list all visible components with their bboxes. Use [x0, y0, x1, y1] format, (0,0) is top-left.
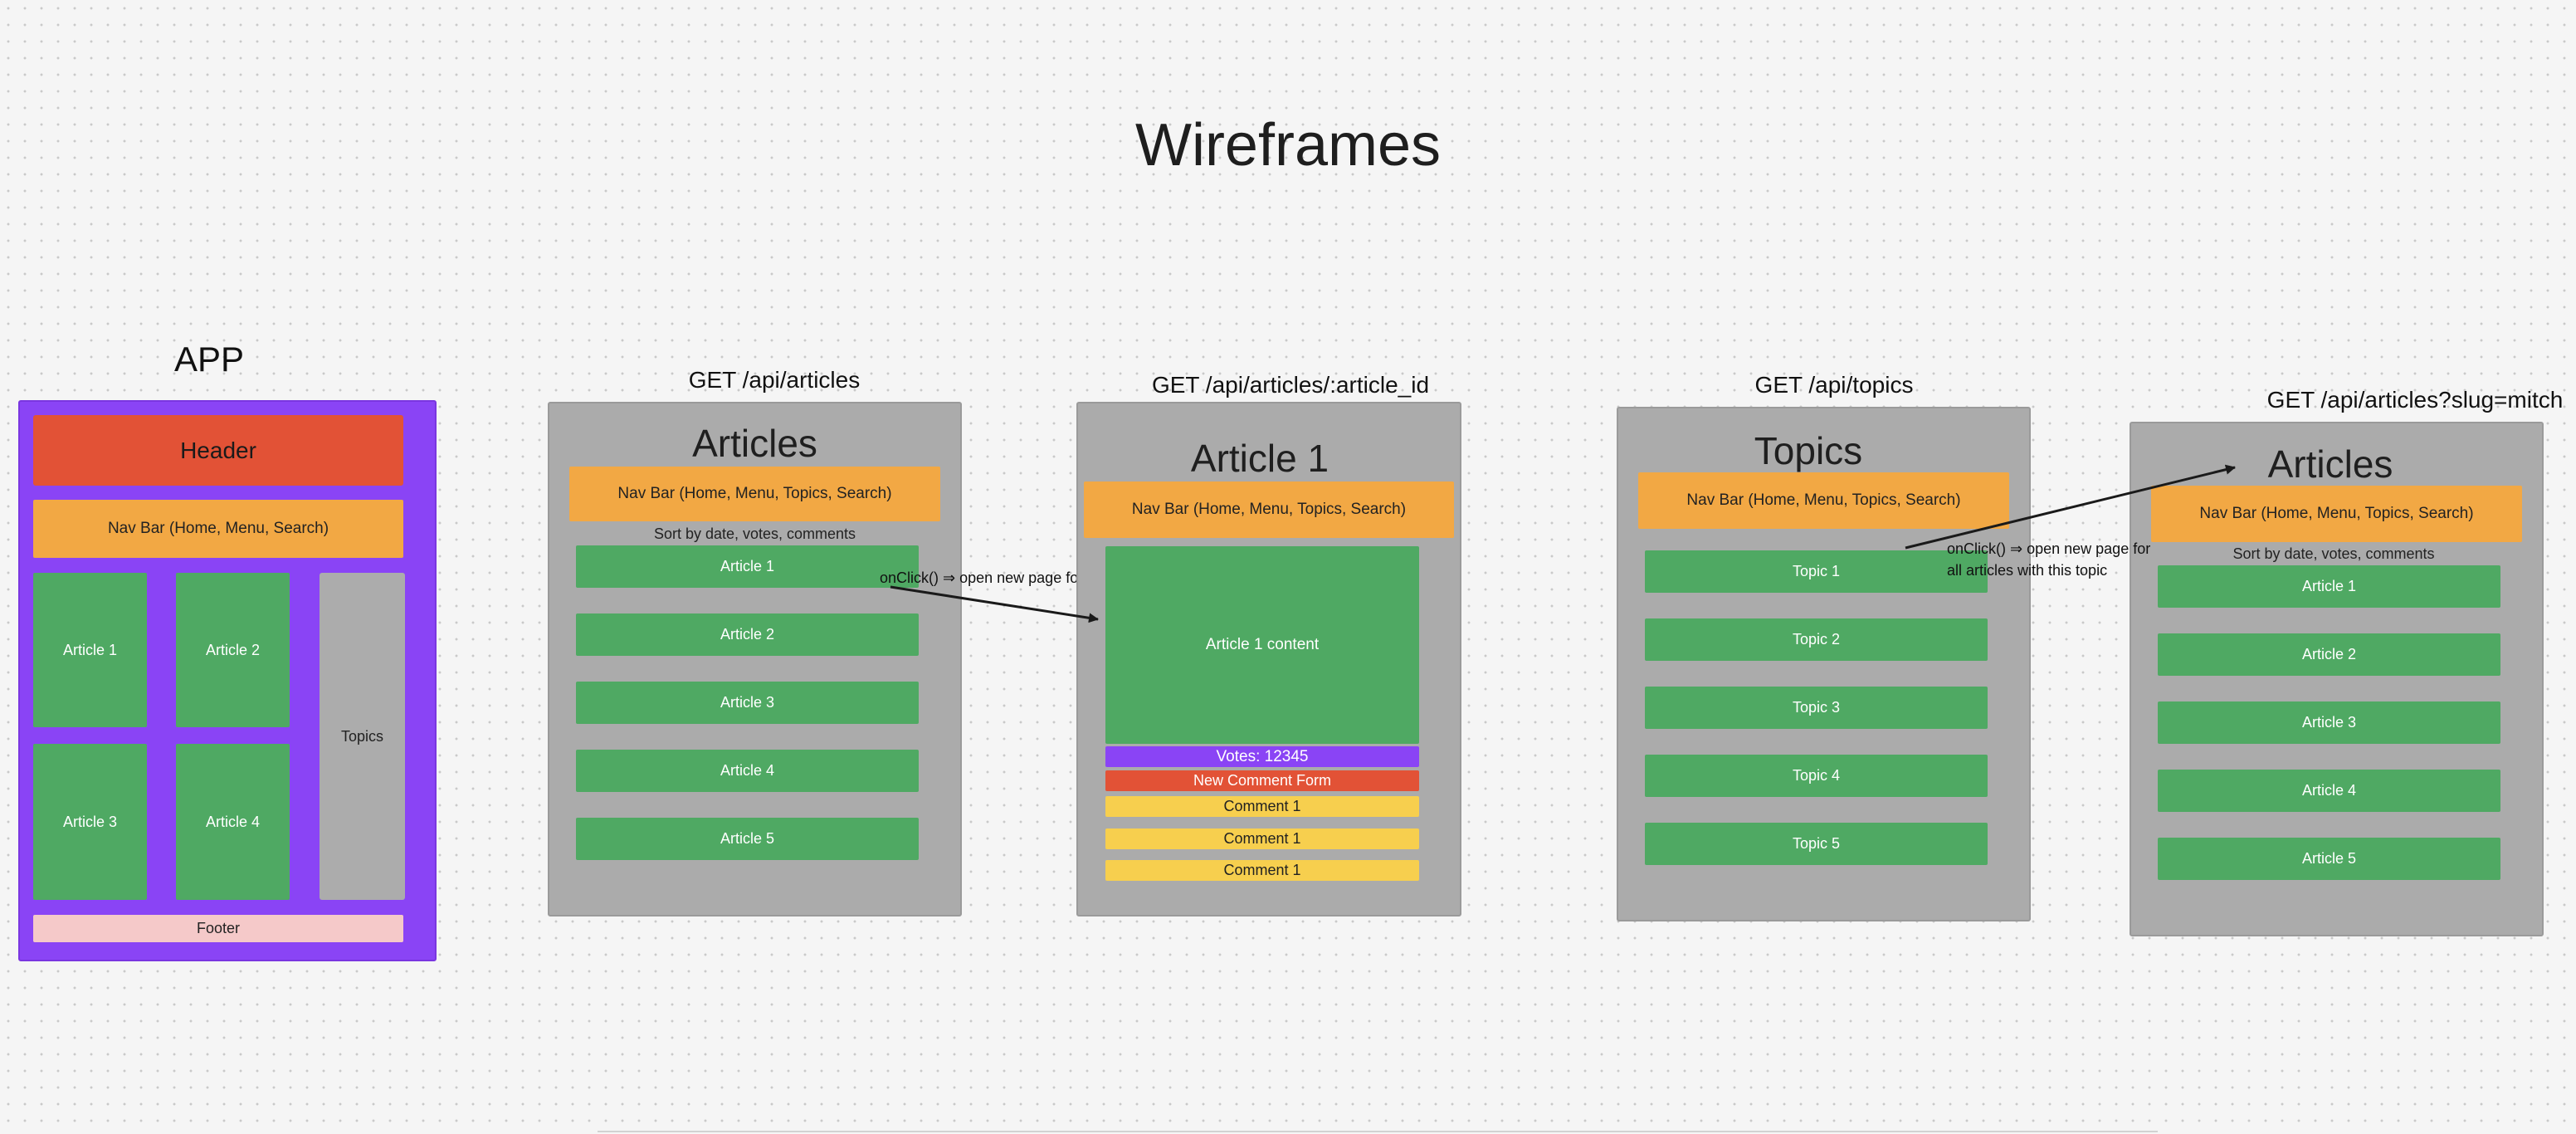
app-frame-label: APP [173, 340, 245, 379]
article-link-arrow [890, 585, 1099, 623]
app-navbar[interactable]: Nav Bar (Home, Menu, Search) [33, 500, 403, 558]
topics-navbar[interactable]: Nav Bar (Home, Menu, Topics, Search) [1638, 472, 2009, 529]
canvas-divider [598, 1131, 2158, 1132]
page-title: Wireframes [1134, 112, 1441, 178]
articles-title: Articles [692, 422, 817, 465]
articles-list-item[interactable]: Article 4 [576, 750, 919, 792]
topic-link-arrow [1905, 464, 2236, 550]
comment-item: Comment 1 [1105, 796, 1419, 817]
app-article-card[interactable]: Article 1 [33, 573, 147, 727]
slug-frame-label: GET /api/articles?slug=mitch [2266, 387, 2564, 413]
slug-list-item[interactable]: Article 3 [2158, 701, 2500, 744]
topics-frame-label: GET /api/topics [1754, 372, 1914, 398]
topics-list-item[interactable]: Topic 2 [1645, 618, 1988, 661]
comment-item: Comment 1 [1105, 829, 1419, 849]
articles-list-item[interactable]: Article 2 [576, 613, 919, 656]
topics-onclick-annotation-line-2: all articles with this topic [1947, 562, 2108, 579]
new-comment-form[interactable]: New Comment Form [1105, 770, 1419, 791]
slug-list-item[interactable]: Article 4 [2158, 770, 2500, 812]
article-content: Article 1 content [1105, 546, 1419, 744]
topics-list-item[interactable]: Topic 5 [1645, 823, 1988, 865]
slug-navbar[interactable]: Nav Bar (Home, Menu, Topics, Search) [2151, 486, 2522, 542]
articles-frame-label: GET /api/articles [688, 367, 861, 393]
articles-sort-label: Sort by date, votes, comments [653, 525, 856, 542]
app-header[interactable]: Header [33, 415, 403, 486]
article-frame-label: GET /api/articles/:article_id [1151, 372, 1430, 398]
topics-title: Topics [1754, 429, 1863, 472]
article-navbar[interactable]: Nav Bar (Home, Menu, Topics, Search) [1084, 481, 1454, 538]
slug-sort-label: Sort by date, votes, comments [2232, 545, 2435, 562]
slug-list-item[interactable]: Article 5 [2158, 838, 2500, 880]
app-footer[interactable]: Footer [33, 915, 403, 942]
slug-list-item[interactable]: Article 2 [2158, 633, 2500, 676]
topics-list-item[interactable]: Topic 4 [1645, 755, 1988, 797]
topics-list-item[interactable]: Topic 3 [1645, 687, 1988, 729]
app-article-card[interactable]: Article 4 [176, 744, 290, 900]
slug-list-item[interactable]: Article 1 [2158, 565, 2500, 608]
articles-navbar[interactable]: Nav Bar (Home, Menu, Topics, Search) [569, 467, 940, 521]
topics-list-item[interactable]: Topic 1 [1645, 550, 1988, 593]
article-title: Article 1 [1190, 437, 1329, 480]
topics-onclick-annotation-line-1: onClick() ⇒ open new page for [1947, 540, 2151, 557]
comment-item: Comment 1 [1105, 860, 1419, 881]
article-votes[interactable]: Votes: 12345 [1105, 746, 1419, 767]
slug-title: Articles [2267, 442, 2393, 486]
articles-list-item[interactable]: Article 5 [576, 818, 919, 860]
app-topics-sidebar[interactable]: Topics [320, 573, 405, 900]
articles-list-item[interactable]: Article 1 [576, 545, 919, 588]
app-article-card[interactable]: Article 2 [176, 573, 290, 727]
articles-list-item[interactable]: Article 3 [576, 682, 919, 724]
app-article-card[interactable]: Article 3 [33, 744, 147, 900]
